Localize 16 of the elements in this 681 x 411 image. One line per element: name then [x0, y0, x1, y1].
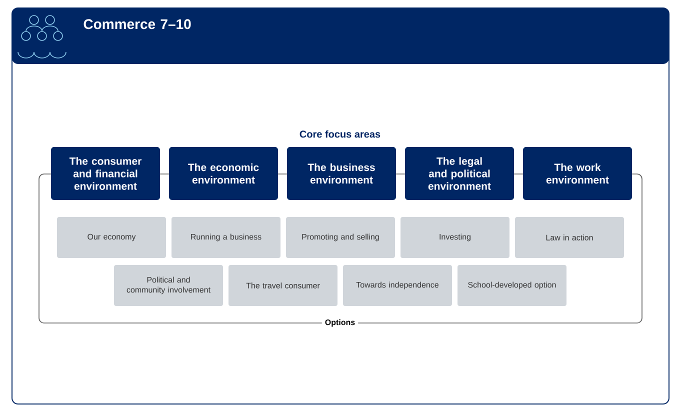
core-area-box: The business environment [287, 147, 396, 200]
option-box: Promoting and selling [286, 217, 395, 258]
option-box: Running a business [172, 217, 280, 258]
option-box: Law in action [515, 217, 624, 258]
core-area-box: The work environment [523, 147, 632, 200]
option-box: Investing [400, 217, 510, 258]
option-box: Towards independence [343, 265, 452, 306]
core-area-box: The economic environment [169, 147, 278, 200]
title: Commerce 7–10 [84, 19, 191, 30]
option-box: School-developed option [458, 265, 566, 306]
core-area-box: The legal and political environment [405, 147, 514, 200]
option-box: The travel consumer [228, 265, 338, 306]
core-area-box: The consumer and financial environment [51, 147, 160, 200]
section-heading: Core focus areas [300, 130, 380, 138]
option-box: Our economy [57, 217, 166, 258]
option-box: Political and community involvement [114, 265, 223, 306]
